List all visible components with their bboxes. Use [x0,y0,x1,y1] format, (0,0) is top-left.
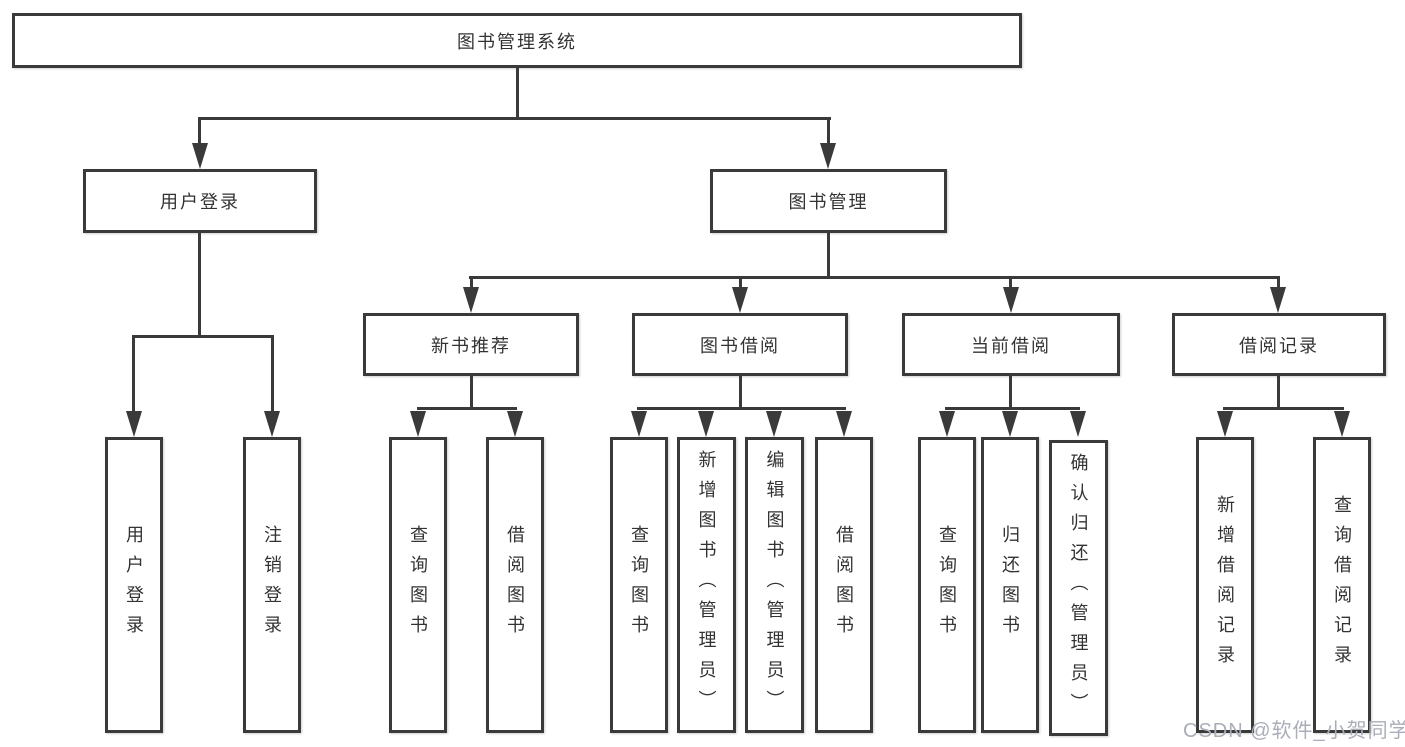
connector-line [1009,276,1012,289]
node-label: 图书管理系统 [457,31,577,52]
connector-line [198,117,201,145]
node-label: 新增图书（管理员） [696,450,717,720]
leaf-logout: 注销登录 [243,437,301,733]
leaf-edit-books-admin: 编辑图书（管理员） [745,437,804,733]
leaf-borrow-books-borrowing: 借阅图书 [815,437,873,733]
connector-line [132,335,135,413]
node-label: 查询借阅记录 [1332,495,1352,675]
arrow-down-icon [631,411,647,437]
connector-line [198,117,831,120]
leaf-add-books-admin: 新增图书（管理员） [677,437,736,733]
node-current-borrowing: 当前借阅 [902,313,1120,376]
connector-line [1223,407,1344,410]
arrow-down-icon [836,411,852,437]
node-label: 新增借阅记录 [1215,495,1235,675]
leaf-query-books-current: 查询图书 [918,437,976,733]
node-label: 查询图书 [408,525,428,645]
connector-line [945,407,1080,410]
connector-line [470,276,473,289]
node-label: 用户登录 [160,192,240,212]
connector-line [132,335,274,338]
leaf-query-borrow-record: 查询借阅记录 [1313,437,1371,733]
connector-line [637,407,846,410]
node-label: 当前借阅 [971,335,1051,356]
leaf-return-books: 归还图书 [981,437,1039,733]
node-borrowing-records: 借阅记录 [1172,313,1386,376]
connector-line [516,68,519,119]
arrow-down-icon [410,411,426,437]
arrow-down-icon [820,143,836,169]
connector-line [470,376,473,409]
arrow-down-icon [264,411,280,437]
arrow-down-icon [939,411,955,437]
node-book-management: 图书管理 [710,169,947,233]
arrow-down-icon [1217,411,1233,437]
node-label: 用户登录 [124,525,144,645]
arrow-down-icon [1270,287,1286,313]
connector-line [1277,376,1280,409]
node-label: 借阅图书 [505,525,525,645]
connector-line [739,276,742,289]
node-label: 注销登录 [262,525,282,645]
connector-line [198,233,201,337]
node-label: 图书借阅 [700,335,780,356]
node-label: 借阅记录 [1239,335,1319,356]
connector-line [827,233,830,278]
connector-line [827,117,830,145]
node-label: 确认归还（管理员） [1068,453,1089,723]
arrow-down-icon [766,411,782,437]
leaf-query-books-borrowing: 查询图书 [610,437,668,733]
connector-line [469,276,1280,279]
connector-line [271,335,274,413]
arrow-down-icon [1334,411,1350,437]
connector-line [739,376,742,409]
leaf-query-books-recommend: 查询图书 [389,437,447,733]
arrow-down-icon [126,411,142,437]
leaf-user-login: 用户登录 [105,437,163,733]
arrow-down-icon [463,287,479,313]
arrow-down-icon [1002,411,1018,437]
arrow-down-icon [192,143,208,169]
node-label: 查询图书 [937,525,957,645]
node-label: 借阅图书 [834,525,854,645]
connector-line [1009,376,1012,409]
leaf-borrow-books-recommend: 借阅图书 [486,437,544,733]
node-label: 编辑图书（管理员） [764,450,785,720]
node-new-book-recommendation: 新书推荐 [363,313,579,376]
node-label: 归还图书 [1000,525,1020,645]
node-library-management-system: 图书管理系统 [12,13,1022,68]
connector-line [417,407,517,410]
leaf-add-borrow-record: 新增借阅记录 [1196,437,1254,733]
arrow-down-icon [1070,411,1086,437]
arrow-down-icon [732,287,748,313]
node-label: 图书管理 [788,192,869,212]
node-user-login: 用户登录 [83,169,317,233]
leaf-confirm-return-admin: 确认归还（管理员） [1049,440,1108,736]
arrow-down-icon [1003,287,1019,313]
node-label: 查询图书 [629,525,649,645]
arrow-down-icon [698,411,714,437]
node-book-borrowing: 图书借阅 [632,313,848,376]
csdn-watermark: CSDN @软件_小贺同学 [1183,720,1405,742]
connector-line [1277,276,1280,289]
node-label: 新书推荐 [431,335,511,356]
arrow-down-icon [507,411,523,437]
